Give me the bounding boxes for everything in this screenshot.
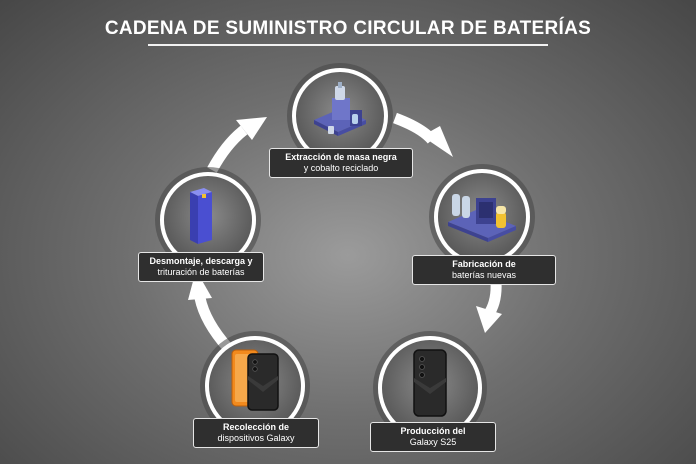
step-label-line1: Recolección de	[222, 422, 290, 432]
step-label-line2: baterías nuevas	[451, 270, 517, 280]
arrowhead-4	[236, 117, 267, 140]
step-label: Desmontaje, descarga y trituración de ba…	[138, 252, 264, 282]
step-label: Extracción de masa negra y cobalto recic…	[269, 148, 413, 178]
title-underline	[148, 44, 548, 46]
recycling-machine-icon	[314, 82, 366, 136]
step-label-line2: y cobalto reciclado	[303, 163, 379, 173]
step-label: Recolección de dispositivos Galaxy	[193, 418, 319, 448]
arrow-fabrication-to-production	[485, 281, 502, 315]
step-label-line1: Desmontaje, descarga y	[149, 256, 253, 266]
step-label: Fabricación de baterías nuevas	[412, 255, 556, 285]
phone-back-icon	[413, 349, 447, 417]
step-label-line2: dispositivos Galaxy	[217, 433, 295, 443]
step-label-line1: Producción del	[400, 426, 466, 436]
arrow-collection-to-dismantling	[194, 296, 233, 352]
arrowhead-1	[422, 126, 453, 157]
phones-stack-icon	[231, 349, 279, 411]
step-label-line1: Fabricación de	[452, 259, 516, 269]
arrow-dismantling-to-extraction	[207, 125, 248, 173]
diagram-title: CADENA DE SUMINISTRO CIRCULAR DE BATERÍA…	[104, 18, 592, 39]
battery-factory-icon	[448, 194, 516, 242]
step-label-line2: Galaxy S25	[409, 437, 457, 447]
arrowhead-2	[476, 306, 502, 333]
battery-cell-icon	[190, 188, 212, 244]
step-label-line2: trituración de baterías	[157, 267, 245, 277]
step-label: Producción del Galaxy S25	[370, 422, 496, 452]
step-label-line1: Extracción de masa negra	[285, 152, 397, 162]
